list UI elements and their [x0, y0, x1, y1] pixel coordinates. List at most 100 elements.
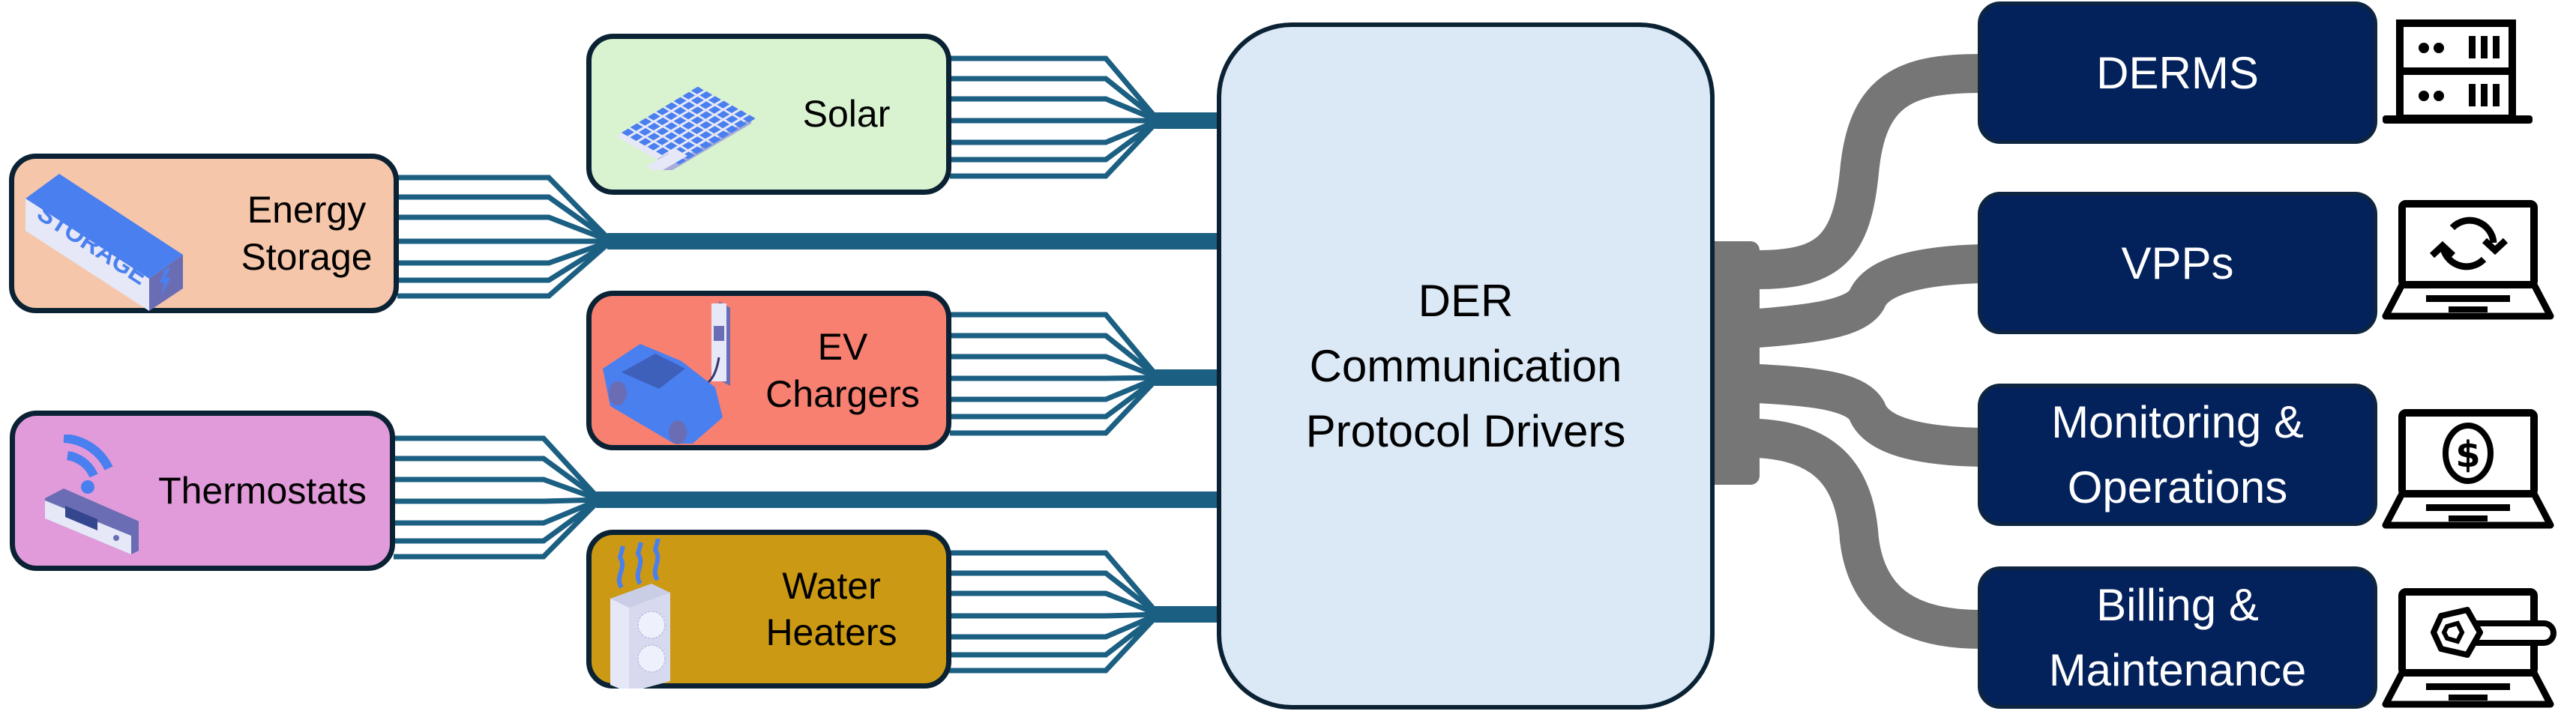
- solar-cell: [664, 132, 678, 140]
- solar-cell: [717, 130, 729, 139]
- source-link-thermostats: [394, 435, 602, 502]
- consumer-cable-monitoring-operations: [1757, 364, 1981, 467]
- solar-cell: [664, 112, 678, 121]
- solar-cell: [673, 97, 687, 105]
- source-link-solar: [950, 118, 1160, 145]
- source-label-thermostats: Thermostats: [158, 469, 367, 512]
- ev-charging-car-icon: [603, 301, 730, 444]
- consumer-cable-derms: [1757, 54, 1981, 289]
- smart-thermostat-icon: [45, 435, 139, 554]
- solar-cell: [682, 101, 696, 110]
- consumer-cables: [1756, 54, 1981, 649]
- source-link-solar: [950, 76, 1161, 123]
- solar-cell: [690, 146, 704, 154]
- cable-connector-block: [1711, 241, 1760, 485]
- solar-cell: [656, 127, 669, 136]
- consumer-cable-vpps: [1756, 244, 1981, 348]
- solar-cell: [647, 122, 660, 131]
- source-label-water-heaters: Water Heaters: [765, 564, 897, 654]
- solar-cell: [725, 105, 738, 113]
- solar-cell: [630, 123, 643, 131]
- solar-cell: [708, 106, 721, 114]
- server-rack-icon: [2383, 19, 2533, 124]
- source-link-thermostats: [394, 497, 601, 526]
- solar-cell: [717, 100, 730, 109]
- laptop-wrench-icon: [2382, 588, 2557, 708]
- solar-cell: [699, 121, 712, 129]
- solar-cell: [699, 91, 713, 100]
- source-link-solar: [950, 118, 1161, 163]
- consumer-cable-billing-maintenance: [1757, 419, 1981, 649]
- solar-cell: [690, 96, 704, 105]
- source-box-water-heaters[interactable]: Water Heaters: [586, 530, 951, 689]
- solar-cell: [673, 117, 687, 125]
- solar-panel-icon: [616, 86, 755, 170]
- source-link-thermostats: [394, 497, 602, 544]
- solar-cell: [664, 122, 678, 130]
- center-label: DER Communication Protocol Drivers: [1305, 276, 1626, 456]
- der-protocol-drivers-box[interactable]: DER Communication Protocol Drivers: [1217, 22, 1715, 710]
- source-link-thermostats: [394, 497, 602, 560]
- solar-cell: [690, 126, 704, 134]
- laptop-sync-icon: [2382, 200, 2554, 320]
- consumer-label-derms: DERMS: [2096, 47, 2259, 98]
- solar-cell: [690, 136, 704, 145]
- solar-cell: [622, 128, 634, 136]
- solar-cell: [708, 115, 721, 124]
- source-link-bundles: [394, 55, 1219, 674]
- heat-pump-water-heater-icon: [610, 539, 670, 689]
- source-link-energy-storage: [397, 214, 613, 244]
- source-link-thermostats: [394, 456, 602, 502]
- consumer-box-monitoring-operations[interactable]: Monitoring & Operations: [1978, 384, 2377, 526]
- solar-cell: [681, 121, 695, 130]
- solar-cell: [708, 136, 721, 144]
- source-link-energy-storage: [397, 239, 613, 299]
- solar-cell: [647, 142, 660, 151]
- consumer-box-vpps[interactable]: VPPs: [1978, 192, 2377, 334]
- solar-cell: [647, 133, 660, 141]
- solar-cell: [725, 115, 738, 124]
- source-label-ev-chargers: EV Chargers: [765, 326, 920, 415]
- source-box-ev-chargers[interactable]: EV Chargers: [586, 291, 951, 450]
- solar-cell: [682, 112, 695, 120]
- source-box-solar[interactable]: Solar: [586, 34, 951, 195]
- source-box-energy-storage[interactable]: STORAGE Energy Storage: [9, 154, 399, 313]
- solar-cell: [734, 110, 747, 118]
- solar-cell: [656, 137, 669, 145]
- solar-cell: [699, 111, 713, 119]
- source-link-ev-chargers: [950, 333, 1161, 380]
- solar-cell: [664, 142, 678, 150]
- consumer-box-derms[interactable]: DERMS: [1978, 1, 2377, 144]
- solar-cell: [699, 141, 712, 149]
- solar-cell: [681, 131, 695, 139]
- source-link-ev-chargers: [950, 375, 1161, 436]
- source-link-energy-storage: [397, 239, 613, 283]
- solar-cell: [717, 110, 730, 118]
- consumer-label-vpps: VPPs: [2121, 238, 2234, 288]
- solar-cell: [647, 112, 660, 121]
- solar-cell: [681, 142, 695, 150]
- solar-cell: [639, 118, 652, 126]
- source-link-water-heaters: [949, 590, 1160, 617]
- solar-cell: [681, 151, 695, 160]
- solar-cell: [656, 147, 669, 155]
- source-link-ev-chargers: [950, 354, 1160, 381]
- source-link-water-heaters: [949, 612, 1161, 658]
- storage-battery-icon: STORAGE: [25, 174, 183, 311]
- solar-cell: [725, 125, 738, 133]
- source-link-water-heaters: [949, 570, 1161, 617]
- source-link-energy-storage: [397, 194, 613, 243]
- solar-cell: [690, 116, 704, 124]
- consumer-box-billing-maintenance[interactable]: Billing & Maintenance: [1978, 566, 2377, 709]
- solar-cell: [708, 126, 721, 134]
- solar-cell: [656, 117, 669, 126]
- source-link-ev-chargers: [950, 375, 1161, 420]
- source-link-solar: [950, 118, 1161, 179]
- solar-cell: [699, 101, 713, 109]
- source-link-solar: [950, 96, 1160, 124]
- solar-cell: [665, 102, 678, 110]
- source-link-energy-storage: [397, 175, 613, 243]
- solar-cell: [699, 131, 712, 139]
- source-link-solar: [950, 55, 1161, 123]
- source-box-thermostats[interactable]: Thermostats: [10, 411, 395, 571]
